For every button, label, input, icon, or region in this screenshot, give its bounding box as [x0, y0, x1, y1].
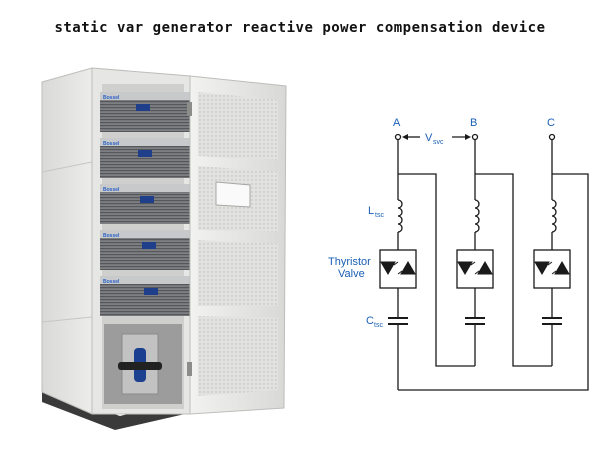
capacitor-label: C	[366, 315, 374, 327]
svg-module: Bossel	[100, 230, 196, 270]
svg-module: Bossel	[100, 184, 194, 224]
svg-text:Bossel: Bossel	[103, 233, 120, 239]
svg-text:Bossel: Bossel	[103, 141, 120, 147]
capacitor-subscript: tsc	[374, 322, 383, 329]
svg-module: Bossel	[100, 92, 190, 132]
thyristor-valve-c	[534, 261, 570, 275]
phase-c-branch	[533, 133, 571, 366]
svg-module: Bossel	[100, 138, 192, 178]
schematic-diagram: A B C V svc L tsc Thyristor Valve C tsc	[328, 117, 589, 391]
cabinet-illustration: Bossel Bossel Bossel Bossel Bossel	[41, 67, 287, 430]
cabinet-plinth	[42, 390, 185, 430]
voltage-subscript: svc	[433, 139, 444, 146]
phase-b-branch	[456, 133, 494, 366]
phase-label-c: C	[547, 117, 555, 129]
thyristor-label-line2: Valve	[338, 268, 365, 280]
inductor-subscript: tsc	[375, 212, 384, 219]
svg-text:Bossel: Bossel	[103, 95, 120, 101]
thyristor-valve-a	[380, 261, 416, 275]
thyristor-label-line1: Thyristor	[328, 256, 371, 268]
delta-wiring	[398, 173, 589, 391]
page-title: static var generator reactive power comp…	[54, 20, 546, 36]
svg-text:Bossel: Bossel	[103, 279, 120, 285]
svg-module: Bossel	[100, 276, 198, 316]
svg-text:Bossel: Bossel	[103, 187, 120, 193]
svc-schematic: A B C V svc L tsc Thyristor Valve C tsc	[320, 108, 600, 408]
phase-a-branch	[379, 133, 417, 390]
voltage-label: V	[425, 132, 433, 144]
cabinet-side	[41, 67, 93, 415]
phase-label-b: B	[470, 117, 477, 129]
phase-label-a: A	[393, 117, 401, 129]
inductor-label: L	[368, 205, 374, 217]
cabinet-photo: Bossel Bossel Bossel Bossel Bossel	[30, 62, 330, 447]
thyristor-valve-b	[457, 261, 493, 275]
